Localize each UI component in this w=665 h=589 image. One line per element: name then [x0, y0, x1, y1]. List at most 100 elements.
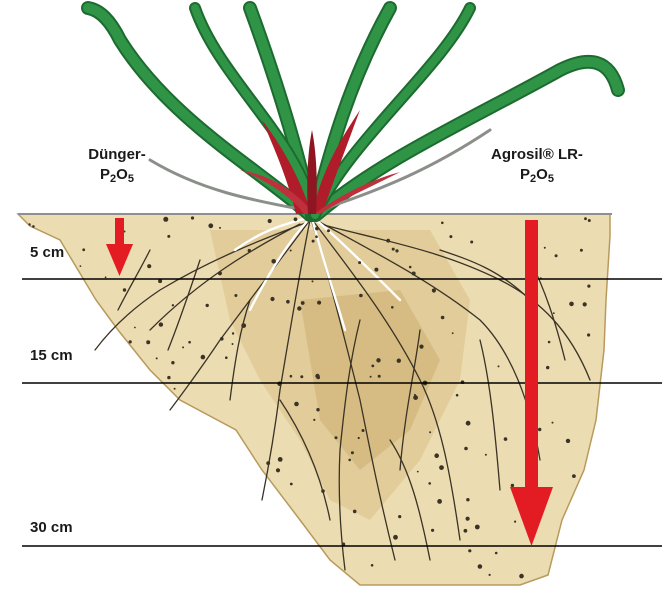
soil-particle [248, 249, 251, 252]
soil-particle [146, 340, 150, 344]
soil-particle [312, 240, 315, 243]
soil-particle [441, 222, 444, 225]
soil-particle [552, 422, 554, 424]
soil-particle [419, 345, 423, 349]
soil-particle [393, 535, 398, 540]
soil-particle [544, 247, 546, 249]
soil-particle [290, 375, 293, 378]
soil-particle [167, 376, 170, 379]
soil-particle [294, 217, 298, 221]
soil-particle [201, 355, 206, 360]
soil-particle [172, 304, 174, 306]
soil-particle [434, 453, 439, 458]
soil-particle [123, 288, 126, 291]
soil-particle [301, 301, 305, 305]
soil-particle [414, 394, 416, 396]
soil-particle [191, 216, 194, 219]
soil-particle [374, 268, 378, 272]
label-duenger-line1: Dünger- [52, 145, 182, 165]
soil-particle [174, 388, 176, 390]
soil-particle [392, 248, 395, 251]
soil-particle [466, 498, 469, 501]
soil-particle [232, 343, 234, 345]
soil-particle [439, 465, 444, 470]
soil-particle [82, 248, 85, 251]
soil-particle [397, 359, 401, 363]
soil-particle [362, 429, 365, 432]
soil-particle [353, 510, 357, 514]
soil-particle [300, 375, 303, 378]
label-duenger: Dünger- P2O5 [52, 145, 182, 185]
soil-particle [489, 574, 491, 576]
soil-particle [159, 322, 163, 326]
soil-particle [475, 525, 480, 530]
soil-particle [449, 235, 452, 238]
soil-particle [167, 235, 170, 238]
soil-particle [351, 451, 354, 454]
soil-particle [569, 302, 574, 307]
soil-particle [370, 376, 372, 378]
soil-particle [519, 574, 524, 579]
label-agrosil-formula: P2O5 [462, 165, 612, 185]
soil-particle [417, 471, 419, 473]
soil-particle [171, 361, 174, 364]
soil-particle [271, 259, 276, 264]
soil-particle [321, 489, 325, 493]
soil-particle [466, 421, 471, 426]
soil-particle [105, 276, 107, 278]
soil-particle [208, 223, 213, 228]
soil-profile [18, 214, 612, 585]
soil-particle [371, 365, 374, 368]
soil-particle [28, 223, 30, 225]
soil-particle [241, 323, 246, 328]
soil-particle [348, 459, 351, 462]
soil-particle [315, 235, 318, 238]
soil-particle [316, 408, 319, 411]
soil-particle [294, 402, 299, 407]
soil-particle [538, 428, 541, 431]
soil-particle [470, 241, 473, 244]
soil-particle [548, 341, 551, 344]
soil-particle [464, 529, 468, 533]
soil-particle [580, 249, 583, 252]
soil-particle [466, 517, 470, 521]
soil-particle [134, 327, 136, 329]
soil-particle [391, 306, 394, 309]
soil-particle [313, 419, 315, 421]
soil-particle [485, 454, 487, 456]
soil-particle [398, 515, 401, 518]
soil-particle [225, 356, 228, 359]
soil-particle [553, 312, 555, 314]
soil-particle [395, 249, 398, 252]
soil-particle [286, 300, 290, 304]
soil-particle [413, 395, 418, 400]
soil-particle [278, 457, 283, 462]
label-agrosil-line1: Agrosil® LR- [462, 145, 612, 165]
soil-particle [358, 437, 360, 439]
soil-particle [358, 261, 361, 264]
soil-particle [315, 227, 319, 231]
arrow-duenger-shaft [115, 218, 124, 246]
soil-particle [504, 437, 508, 441]
soil-particle [584, 217, 587, 220]
soil-particle [441, 316, 445, 320]
soil-particle [495, 552, 498, 555]
soil-particle [188, 341, 191, 344]
soil-particle [468, 549, 471, 552]
soil-particle [498, 365, 500, 367]
soil-particle [456, 394, 459, 397]
soil-particle [219, 227, 221, 229]
soil-particle [588, 219, 591, 222]
soil-particle [220, 337, 224, 341]
soil-particle [327, 229, 330, 232]
soil-particle [268, 219, 272, 223]
soil-particle [432, 288, 436, 292]
depth-label-15cm: 15 cm [30, 346, 73, 366]
soil-particle [147, 264, 151, 268]
soil-particle [371, 564, 374, 567]
soil-particle [266, 461, 270, 465]
soil-particle [80, 265, 82, 267]
soil-particle [452, 332, 454, 334]
soil-particle [277, 382, 282, 387]
soil-particle [429, 431, 431, 433]
